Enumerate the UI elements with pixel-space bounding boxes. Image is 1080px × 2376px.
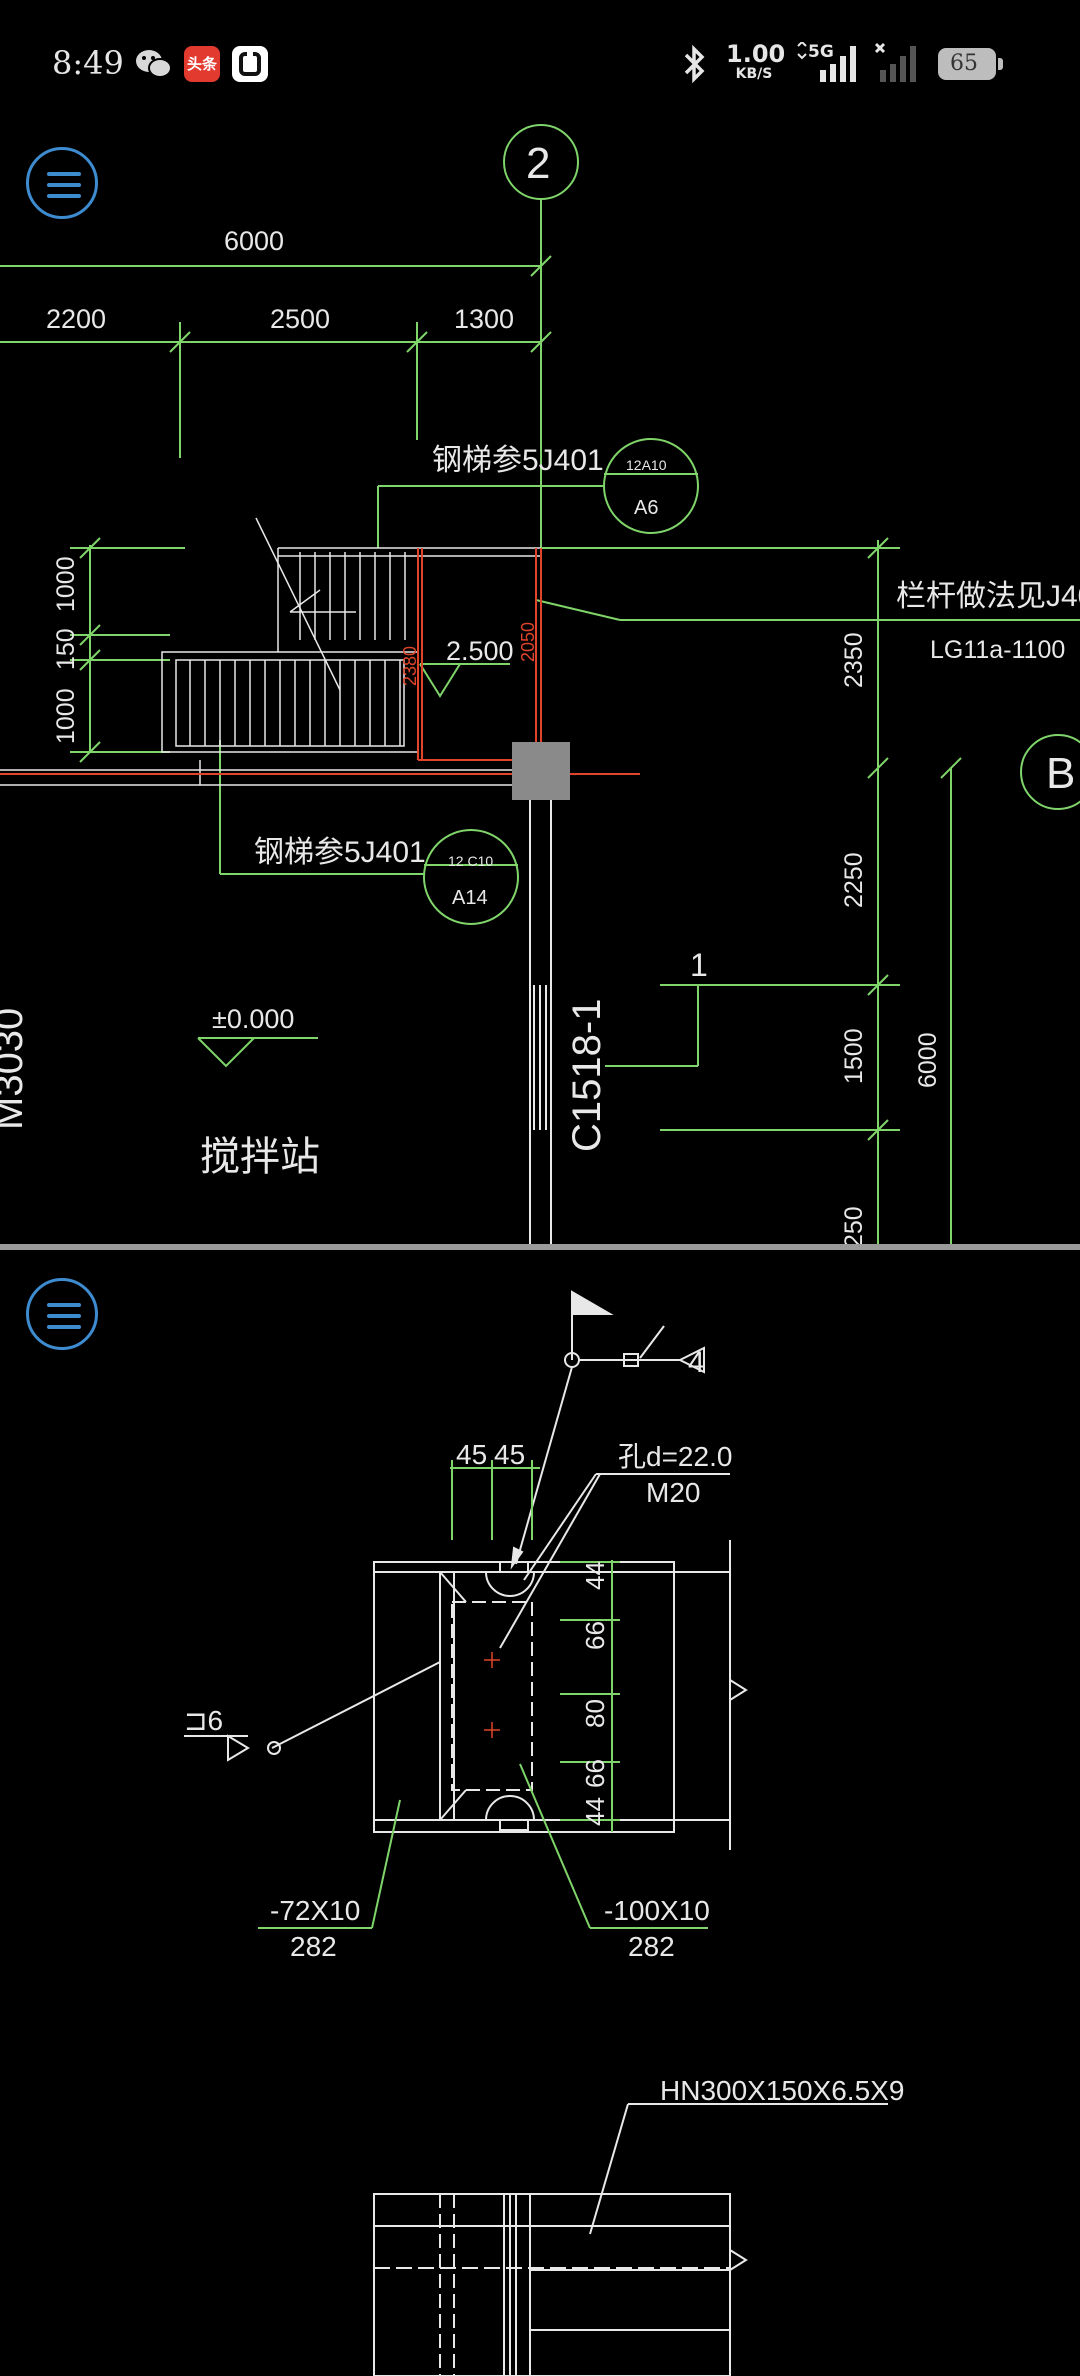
dim-2380: 2380 [400,646,420,686]
dim-2500: 2500 [270,304,330,334]
dim-250: 250 [840,1206,868,1244]
detail-bottom-line1: 12 C10 [448,853,493,869]
net-speed: 1.00 KB/S [726,40,786,82]
battery-icon: 65 [938,48,1003,80]
dim-6000-vertical: 6000 [914,1032,942,1088]
window-tag: C1518-1 [565,999,609,1152]
signal-no-sim-icon [874,42,924,88]
bolt-spec: M20 [646,1477,700,1508]
axis-bubble-B [1020,734,1080,810]
dim-vertical-label: 44 [580,1561,610,1590]
detail-top-line1: 12A10 [626,457,667,473]
bluetooth-icon [682,44,708,88]
label-m3030: M3030 [0,1008,31,1130]
dim-v-150: 150 [52,628,80,670]
elevation-2500: 2.500 [446,636,514,666]
plate-right-size: -100X10 [604,1895,710,1926]
plate-right-length: 282 [628,1931,675,1962]
dim-6000: 6000 [224,226,284,256]
detail-bubble-top [603,438,699,534]
dim-2250: 2250 [840,852,868,908]
split-divider[interactable] [0,1244,1080,1250]
label-station: 搅拌站 [200,1135,320,1179]
weld-size-4: 4 [688,1346,705,1379]
menu-button-bottom[interactable] [26,1278,98,1350]
dim-vertical-label: 66 [580,1621,610,1650]
toutiao-app-icon: 头条 [184,46,220,82]
toutiao-label: 头条 [187,55,218,73]
axis-label-B: B [1046,749,1075,798]
app-icon [232,46,268,82]
battery-level: 65 [950,51,978,76]
signal-icon: 5G [794,40,866,88]
plate-left-size: -72X10 [270,1895,360,1926]
note-stair-top: 钢梯参5J401 [432,444,604,477]
cad-drawing-top[interactable]: 6000 2200 2500 1300 2 B 钢梯参5J401 12A10 A… [0,120,1080,1244]
cad-drawing-bottom[interactable]: 4 45 45 孔d=22.0 M20 ⊐6 -72X10 282 -100X1… [0,1250,1080,2376]
axis-label-2: 2 [526,139,550,188]
beam-spec: HN300X150X6.5X9 [660,2075,904,2106]
dim-45-right: 45 [494,1439,525,1470]
dim-2350: 2350 [840,632,868,688]
detail-bubble-bottom [423,829,519,925]
dim-45-left: 45 [456,1439,487,1470]
dim-v-1000-upper: 1000 [52,556,80,612]
railing-code: LG11a-1100 [930,636,1065,664]
wechat-icon [134,46,172,82]
marker-1: 1 [690,947,708,983]
bolt-hole-note: 孔d=22.0 [618,1441,732,1472]
dim-2050: 2050 [518,622,538,662]
menu-button-top[interactable] [26,147,98,219]
plate-left-length: 282 [290,1931,337,1962]
elevation-zero: ±0.000 [212,1004,294,1034]
dim-v-1000-lower: 1000 [52,688,80,744]
status-time: 8:49 [52,44,124,82]
dim-1500: 1500 [840,1028,868,1084]
detail-top-line2: A6 [634,497,658,519]
column-square [512,742,570,800]
dim-vertical-label: 66 [580,1759,610,1788]
dim-1300: 1300 [454,304,514,334]
status-bar: 8:49 头条 1.00 KB/S 5G [0,0,1080,130]
net-speed-unit: KB/S [735,66,773,82]
side-weld-size: 6 [207,1705,223,1736]
note-stair-bottom: 钢梯参5J401 [254,836,426,869]
dim-vertical-label: 44 [580,1797,610,1826]
net-speed-value: 1.00 [726,40,786,68]
network-type: 5G [808,42,834,62]
dim-vertical-label: 80 [580,1699,610,1728]
detail-bottom-line2: A14 [452,887,488,909]
dim-2200: 2200 [46,304,106,334]
side-weld-label: ⊐6 [184,1705,223,1736]
railing-note: 栏杆做法见J401 [896,580,1080,613]
